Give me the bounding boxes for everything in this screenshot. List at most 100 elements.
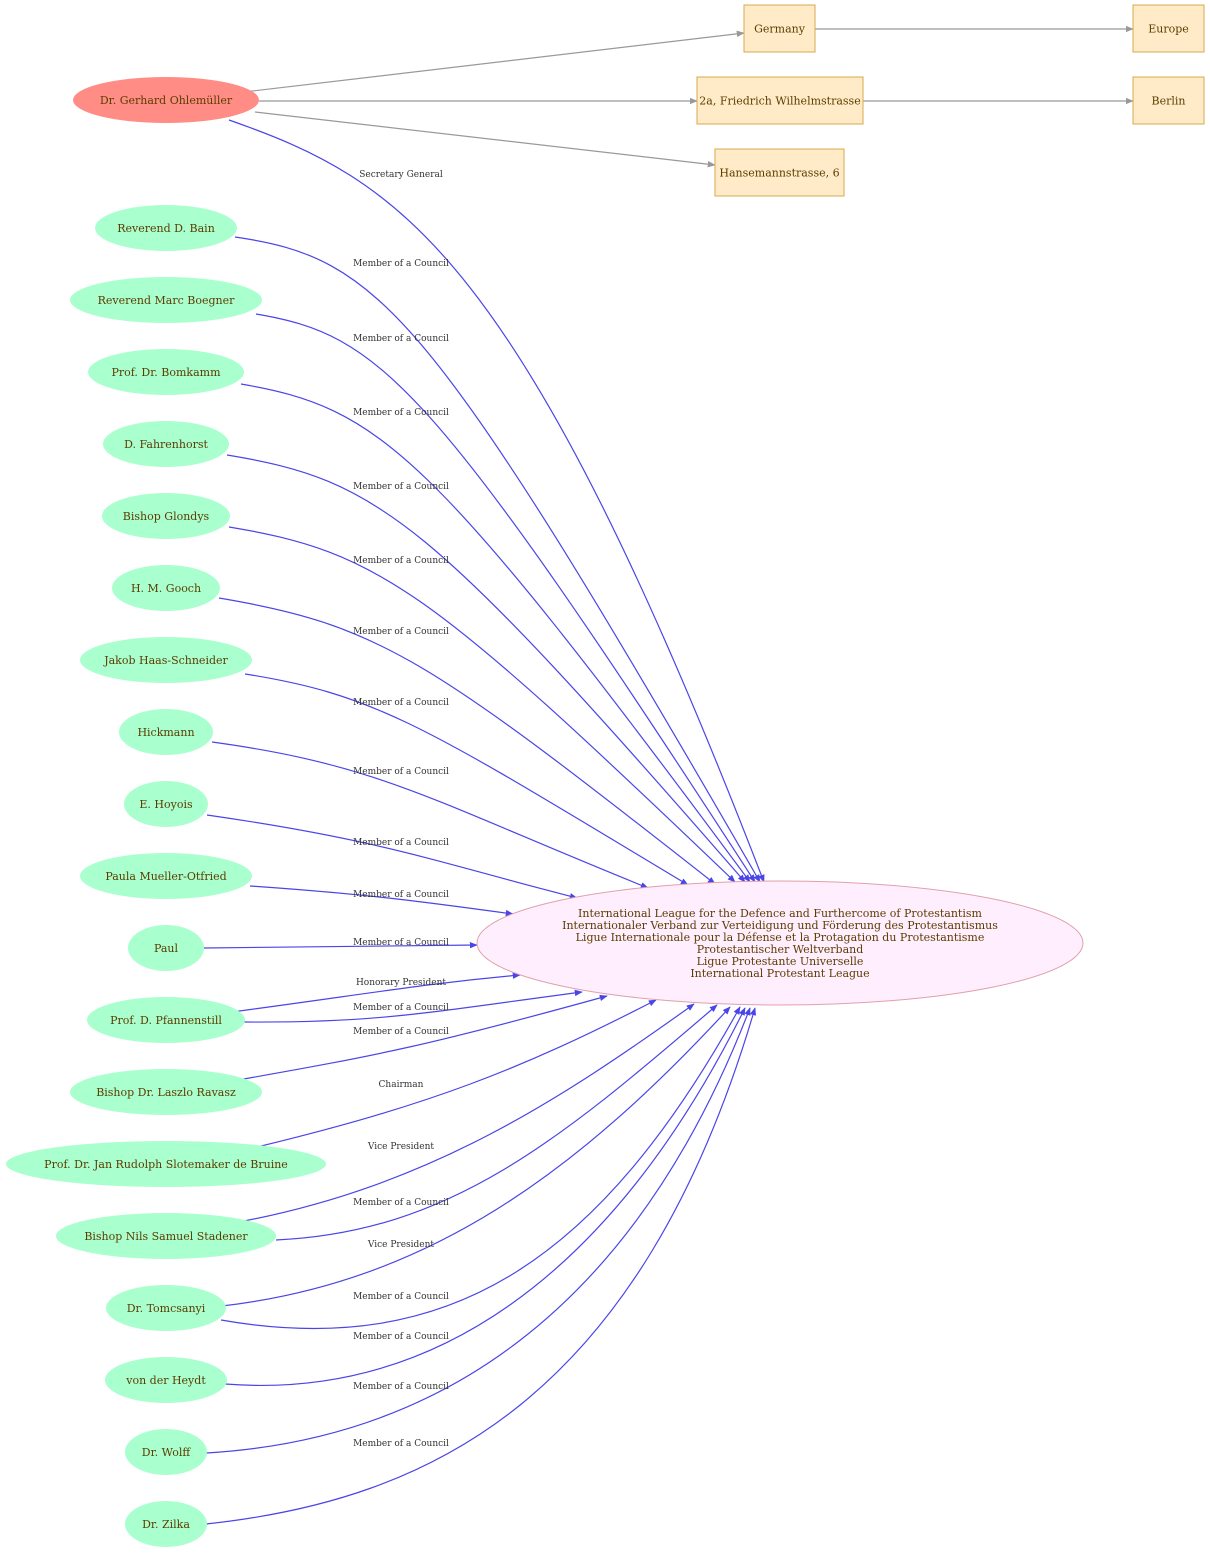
node-fahrenhorst[interactable]: D. Fahrenhorst — [103, 421, 229, 467]
node-glondys[interactable]: Bishop Glondys — [102, 493, 230, 539]
edge-stad-vp: Vice President — [243, 1003, 695, 1222]
edge-glondys: Member of a Council — [228, 526, 736, 883]
node-stadener[interactable]: Bishop Nils Samuel Stadener — [56, 1213, 276, 1259]
node-label-line: Protestantischer Weltverband — [697, 943, 864, 956]
edge-hoyois: Member of a Council — [206, 814, 578, 900]
node-address1[interactable]: 2a, Friedrich Wilhelmstrasse — [696, 76, 864, 125]
edge-line — [206, 814, 578, 900]
edge-line — [231, 972, 521, 1013]
node-label: Bishop Dr. Laszlo Ravasz — [96, 1086, 236, 1099]
node-hickmann[interactable]: Hickmann — [119, 709, 213, 755]
node-berlin[interactable]: Berlin — [1132, 76, 1205, 125]
node-europe[interactable]: Europe — [1132, 4, 1205, 53]
node-shape — [102, 493, 230, 539]
edge-pfann-hon: Honorary President — [231, 972, 521, 1013]
edge-line — [221, 1006, 731, 1307]
edge-label: Member of a Council — [353, 1292, 449, 1302]
node-shape — [125, 1501, 207, 1547]
edge-ohl-address2 — [254, 111, 716, 168]
node-label: Bishop Nils Samuel Stadener — [84, 1230, 248, 1243]
node-label: Hansemannstrasse, 6 — [719, 167, 839, 180]
node-label-line: Ligue Internationale pour la Défense et … — [576, 931, 985, 944]
edge-line — [211, 741, 649, 889]
node-shape — [80, 853, 252, 899]
edge-label: Member of a Council — [353, 408, 449, 418]
node-label: Dr. Gerhard Ohlemüller — [100, 94, 233, 107]
node-league[interactable]: International League for the Defence and… — [476, 880, 1084, 1006]
edge-fahrenhorst: Member of a Council — [226, 454, 746, 883]
edge-line — [234, 236, 761, 883]
edge-tom-vp: Vice President — [221, 1006, 731, 1307]
node-ohlemuller[interactable]: Dr. Gerhard Ohlemüller — [73, 77, 259, 123]
node-shape — [70, 1069, 262, 1115]
edge-bomkamm: Member of a Council — [240, 383, 751, 883]
node-shape — [80, 637, 252, 683]
edge-label: Member of a Council — [353, 259, 449, 269]
node-ravasz[interactable]: Bishop Dr. Laszlo Ravasz — [70, 1069, 262, 1115]
edge-line — [275, 1004, 718, 1241]
node-bomkamm[interactable]: Prof. Dr. Bomkamm — [88, 349, 244, 395]
node-shape — [1132, 76, 1205, 125]
node-bain[interactable]: Reverend D. Bain — [95, 205, 237, 251]
node-hoyois[interactable]: E. Hoyois — [124, 781, 208, 827]
edge-label: Member of a Council — [353, 838, 449, 848]
node-pfannenstill[interactable]: Prof. D. Pfannenstill — [87, 997, 245, 1043]
node-germany[interactable]: Germany — [743, 4, 816, 53]
node-label: Jakob Haas-Schneider — [103, 654, 228, 667]
node-label: Bishop Glondys — [123, 510, 210, 523]
node-label-line: Ligue Protestante Universelle — [697, 955, 864, 968]
node-paul[interactable]: Paul — [128, 925, 204, 971]
edge-label: Member of a Council — [353, 938, 449, 948]
edge-line — [220, 1006, 741, 1330]
edge-label: Member of a Council — [353, 627, 449, 637]
edge-label: Member of a Council — [353, 482, 449, 492]
edge-label: Secretary General — [359, 170, 443, 180]
edge-label: Member of a Council — [353, 1198, 449, 1208]
node-address2[interactable]: Hansemannstrasse, 6 — [714, 148, 845, 197]
node-label: Prof. D. Pfannenstill — [110, 1014, 222, 1027]
edge-label: Member of a Council — [353, 1003, 449, 1013]
node-shape — [73, 77, 259, 123]
node-label: Europe — [1148, 23, 1189, 36]
edge-line — [218, 597, 716, 885]
edge-gooch: Member of a Council — [218, 597, 716, 885]
node-haas[interactable]: Jakob Haas-Schneider — [80, 637, 252, 683]
node-shape — [112, 565, 220, 611]
edge-bain: Member of a Council — [234, 236, 761, 883]
edge-zilka: Member of a Council — [205, 1007, 757, 1525]
node-shape — [1132, 4, 1205, 53]
edge-line — [228, 119, 765, 883]
node-label: E. Hoyois — [139, 798, 193, 811]
edge-ravasz: Member of a Council — [237, 994, 608, 1081]
node-label: Reverend D. Bain — [117, 222, 215, 235]
node-tomcsanyi[interactable]: Dr. Tomcsanyi — [106, 1285, 226, 1331]
node-heydt[interactable]: von der Heydt — [105, 1357, 227, 1403]
node-boegner[interactable]: Reverend Marc Boegner — [70, 277, 262, 323]
node-label-line: International Protestant League — [690, 967, 869, 980]
node-shape — [87, 997, 245, 1043]
edge-heydt: Member of a Council — [224, 1007, 746, 1386]
edge-label: Vice President — [367, 1240, 435, 1250]
node-wolff[interactable]: Dr. Wolff — [125, 1429, 207, 1475]
node-label: Paul — [154, 942, 179, 955]
node-shape — [124, 781, 208, 827]
node-shape — [128, 925, 204, 971]
node-shape — [103, 421, 229, 467]
node-shape — [476, 880, 1084, 1006]
node-shape — [125, 1429, 207, 1475]
edge-pfann-mem: Member of a Council — [243, 989, 583, 1023]
node-zilka[interactable]: Dr. Zilka — [125, 1501, 207, 1547]
edge-line — [243, 30, 745, 93]
node-label: Prof. Dr. Jan Rudolph Slotemaker de Brui… — [44, 1158, 288, 1171]
node-slotemaker[interactable]: Prof. Dr. Jan Rudolph Slotemaker de Brui… — [6, 1141, 326, 1187]
node-label: von der Heydt — [125, 1374, 206, 1387]
edge-label: Member of a Council — [353, 698, 449, 708]
edge-ohl-league: Secretary General — [228, 119, 765, 883]
edge-line — [224, 1007, 746, 1386]
node-gooch[interactable]: H. M. Gooch — [112, 565, 220, 611]
node-mueller[interactable]: Paula Mueller-Otfried — [80, 853, 252, 899]
node-shape — [106, 1285, 226, 1331]
edge-label: Member of a Council — [353, 556, 449, 566]
